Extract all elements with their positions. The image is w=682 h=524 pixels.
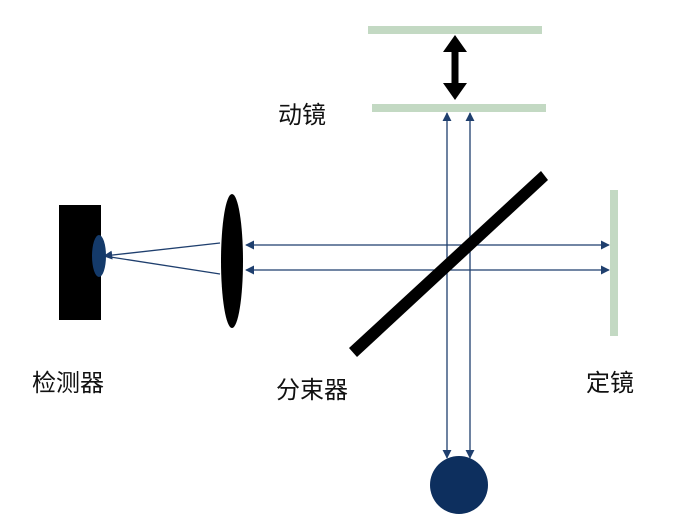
light-rays [103, 112, 610, 459]
fixed-mirror [610, 190, 618, 336]
moving-mirror-top-plate [368, 26, 542, 34]
moving-mirror-label: 动镜 [278, 101, 326, 129]
detector-block-icon [59, 205, 106, 320]
source-circle-icon [430, 456, 488, 514]
ray-lens-to-detector-upper [103, 242, 221, 260]
detector-label: 检测器 [32, 369, 104, 397]
ray-lens-to-detector-lower [103, 255, 221, 275]
beam-splitter-label: 分束器 [276, 376, 348, 404]
beam-splitter [349, 171, 548, 357]
moving-mirror [372, 104, 546, 112]
lens-ellipse-icon [221, 194, 243, 328]
detector-window [92, 235, 106, 277]
fixed-mirror-label: 定镜 [586, 369, 634, 397]
double-arrow-icon [443, 35, 467, 100]
